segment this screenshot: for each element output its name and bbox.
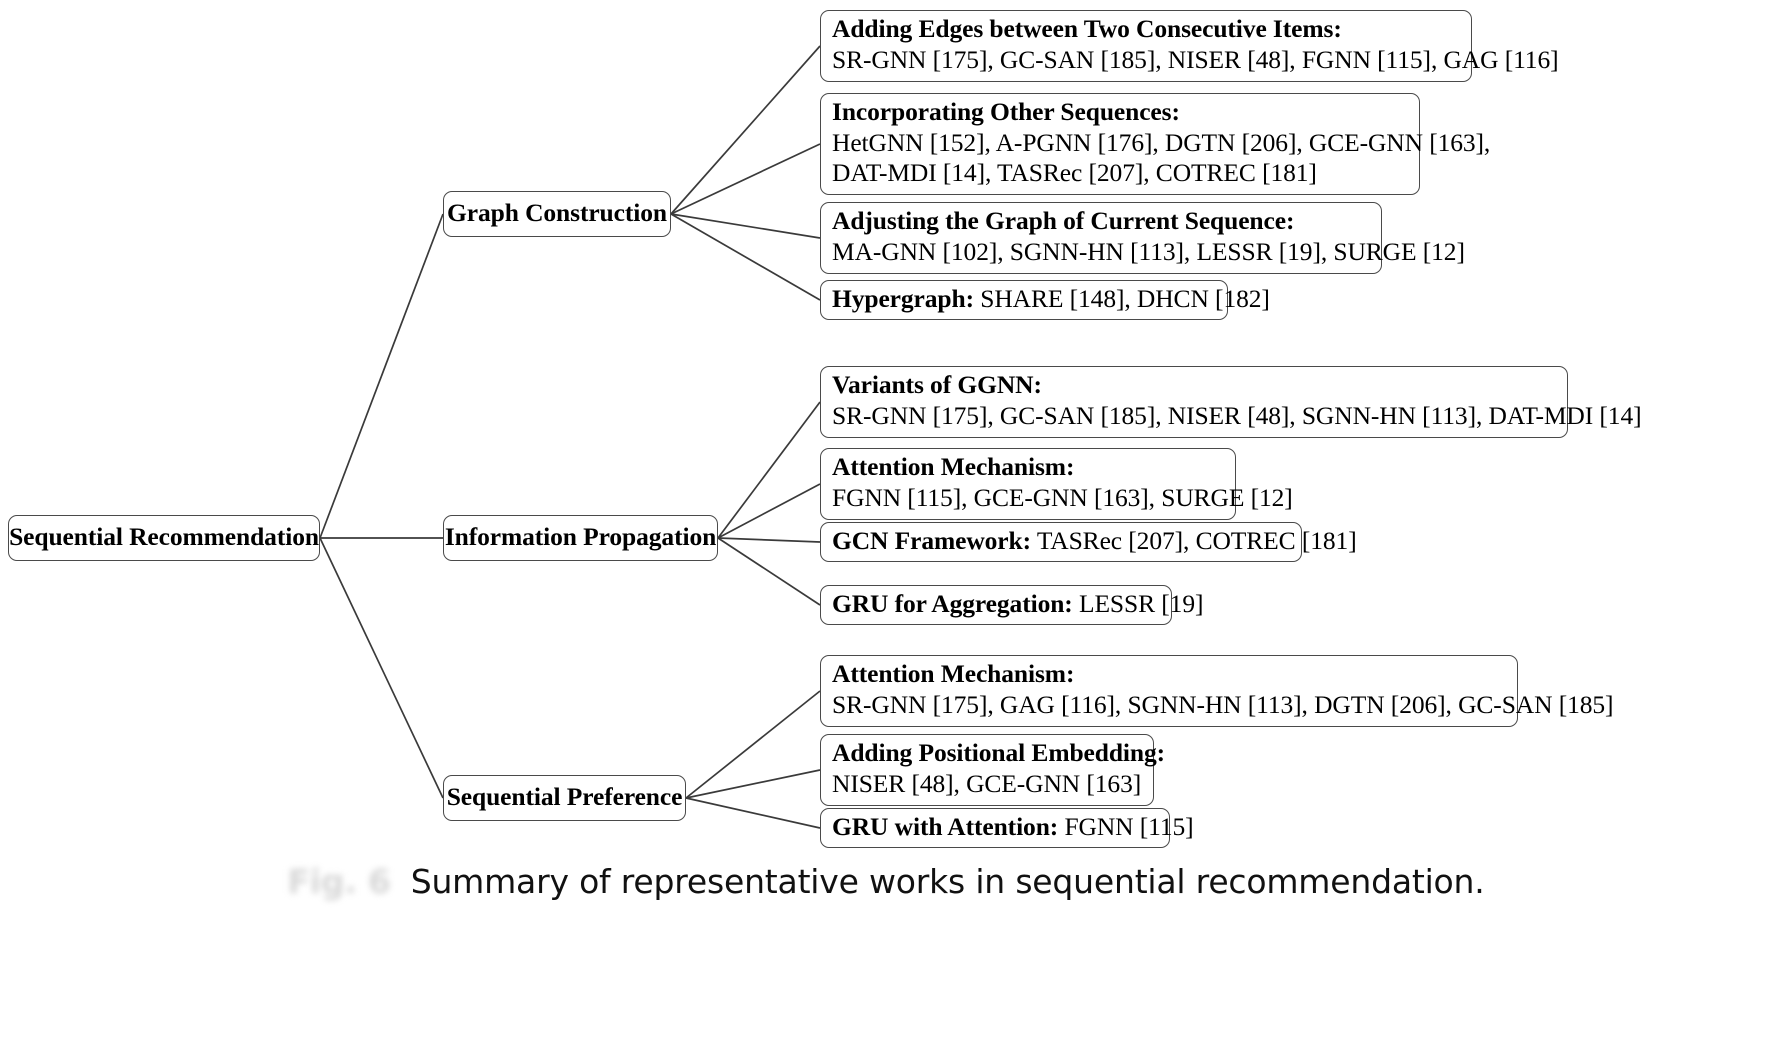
leaf-node-hypergraph[interactable]: Hypergraph: SHARE [148], DHCN [182] bbox=[820, 280, 1270, 320]
leaf-line: SR-GNN [175], GAG [116], SGNN-HN [113], … bbox=[832, 690, 1614, 719]
branch-node-graph-construction[interactable]: Graph Construction bbox=[443, 191, 671, 237]
leaf-heading: Adjusting the Graph of Current Sequence: bbox=[832, 206, 1295, 236]
leaf-heading: GRU for Aggregation: bbox=[832, 588, 1073, 618]
branch-node-sequential-preference[interactable]: Sequential Preference bbox=[443, 775, 686, 821]
edge-ip-gru-aggregation bbox=[717, 537, 821, 606]
leaf-line: FGNN [115], GCE-GNN [163], SURGE [12] bbox=[832, 483, 1293, 512]
root-node-sequential-recommendation[interactable]: Sequential Recommendation bbox=[8, 515, 320, 561]
leaf-heading: Incorporating Other Sequences: bbox=[832, 97, 1180, 127]
leaf-line: LESSR [19] bbox=[1078, 588, 1204, 618]
leaf-node-incorporating-other-sequences[interactable]: Incorporating Other Sequences: HetGNN [1… bbox=[820, 93, 1491, 195]
leaf-line: TASRec [207], COTREC [181] bbox=[1036, 525, 1357, 555]
leaf-heading: Variants of GGNN: bbox=[832, 370, 1042, 400]
leaf-line: MA-GNN [102], SGNN-HN [113], LESSR [19],… bbox=[832, 237, 1465, 266]
branch-node-label: Graph Construction bbox=[447, 197, 667, 227]
edge-gc-hypergraph bbox=[670, 213, 821, 301]
figure-label: Fig. 6 bbox=[287, 862, 391, 901]
leaf-line: SR-GNN [175], GC-SAN [185], NISER [48], … bbox=[832, 45, 1559, 74]
leaf-node-adjusting-graph[interactable]: Adjusting the Graph of Current Sequence:… bbox=[820, 202, 1465, 274]
edge-root-sequential-preference bbox=[319, 537, 444, 799]
edge-sp-attention bbox=[685, 690, 821, 799]
leaf-node-attention-mechanism-sp[interactable]: Attention Mechanism: SR-GNN [175], GAG [… bbox=[820, 655, 1614, 727]
leaf-heading: Attention Mechanism: bbox=[832, 659, 1075, 689]
edge-sp-positional bbox=[685, 769, 821, 799]
leaf-node-variants-of-ggnn[interactable]: Variants of GGNN: SR-GNN [175], GC-SAN [… bbox=[820, 366, 1642, 438]
leaf-heading: Attention Mechanism: bbox=[832, 452, 1075, 482]
leaf-node-gru-with-attention[interactable]: GRU with Attention: FGNN [115] bbox=[820, 808, 1194, 848]
leaf-heading: GRU with Attention: bbox=[832, 811, 1059, 841]
edge-gc-adding-edges bbox=[670, 45, 821, 215]
edge-gc-incorporating bbox=[670, 143, 821, 215]
leaf-node-attention-mechanism-ip[interactable]: Attention Mechanism: FGNN [115], GCE-GNN… bbox=[820, 448, 1293, 520]
leaf-heading: Adding Edges between Two Consecutive Ite… bbox=[832, 14, 1342, 44]
edge-ip-gcn-framework bbox=[717, 537, 821, 543]
leaf-line: DAT-MDI [14], TASRec [207], COTREC [181] bbox=[832, 158, 1317, 188]
leaf-node-adding-positional-embedding[interactable]: Adding Positional Embedding: NISER [48],… bbox=[820, 734, 1166, 806]
leaf-node-adding-edges[interactable]: Adding Edges between Two Consecutive Ite… bbox=[820, 10, 1559, 82]
leaf-line: SR-GNN [175], GC-SAN [185], NISER [48], … bbox=[832, 401, 1642, 430]
edge-ip-attention bbox=[717, 483, 821, 539]
branch-node-information-propagation[interactable]: Information Propagation bbox=[443, 515, 718, 561]
leaf-heading: Adding Positional Embedding: bbox=[832, 738, 1166, 768]
leaf-node-gcn-framework[interactable]: GCN Framework: TASRec [207], COTREC [181… bbox=[820, 522, 1357, 562]
leaf-line: FGNN [115] bbox=[1064, 811, 1194, 841]
leaf-line: HetGNN [152], A-PGNN [176], DGTN [206], … bbox=[832, 127, 1491, 157]
edge-gc-adjusting bbox=[670, 213, 821, 239]
figure-caption-text: Summary of representative works in seque… bbox=[410, 862, 1485, 901]
edge-ip-variants-ggnn bbox=[717, 401, 821, 539]
leaf-line: NISER [48], GCE-GNN [163] bbox=[832, 769, 1142, 798]
leaf-line: SHARE [148], DHCN [182] bbox=[980, 283, 1270, 313]
leaf-heading: Hypergraph: bbox=[832, 283, 974, 313]
leaf-heading: GCN Framework: bbox=[832, 525, 1032, 555]
branch-node-label: Information Propagation bbox=[444, 521, 717, 551]
edge-sp-gru-attention bbox=[685, 797, 821, 829]
leaf-node-gru-for-aggregation[interactable]: GRU for Aggregation: LESSR [19] bbox=[820, 585, 1203, 625]
edge-root-graph-construction bbox=[319, 213, 444, 539]
branch-node-label: Sequential Preference bbox=[446, 781, 683, 811]
root-node-label: Sequential Recommendation bbox=[9, 521, 319, 551]
figure-caption: Fig. 6 Summary of representative works in… bbox=[0, 862, 1772, 901]
